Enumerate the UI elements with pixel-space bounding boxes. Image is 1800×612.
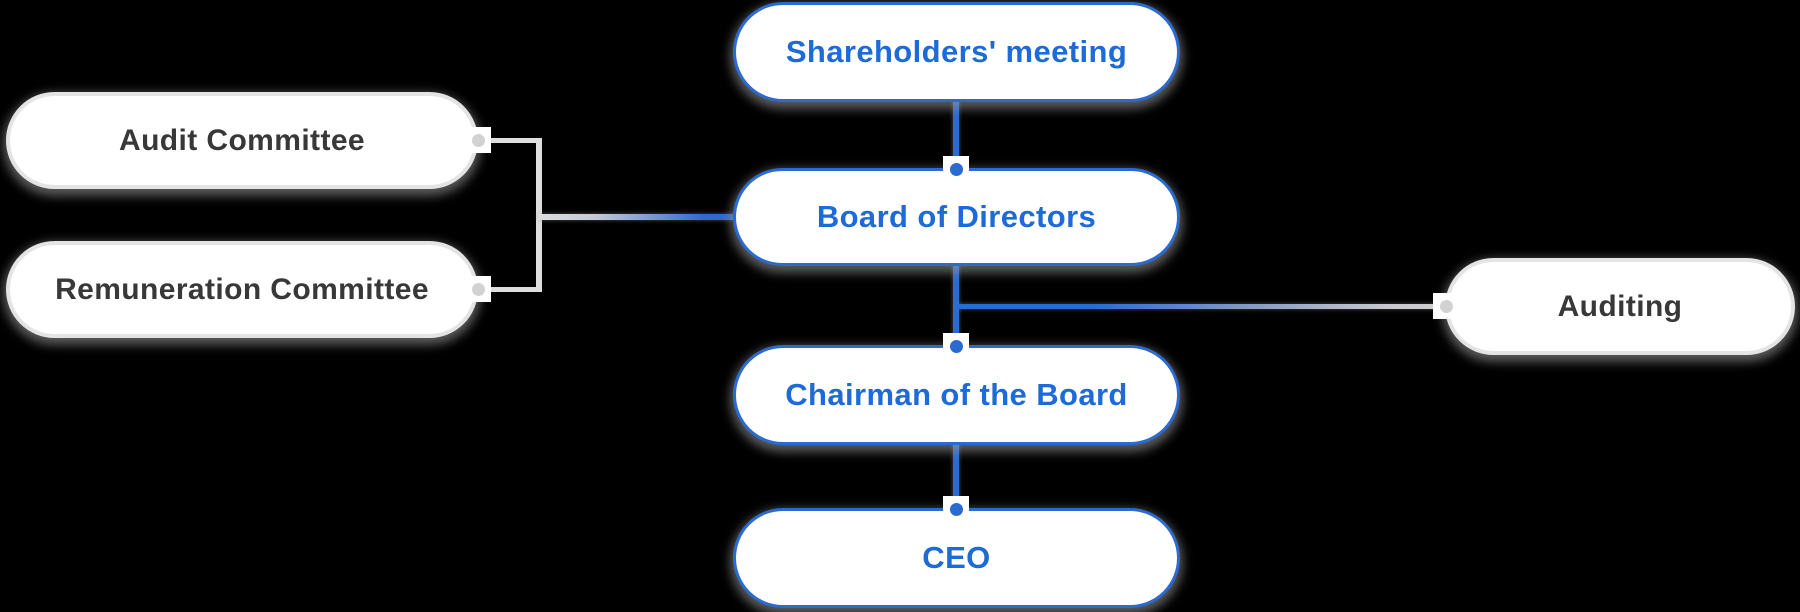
node-board-of-directors: Board of Directors xyxy=(733,168,1180,266)
connector-committees-board xyxy=(538,214,736,220)
connection-dot-ceo xyxy=(943,496,969,522)
node-chairman-of-the-board: Chairman of the Board xyxy=(733,345,1180,445)
node-remuneration-committee: Remuneration Committee xyxy=(6,241,478,338)
gray-dot-icon xyxy=(471,282,485,296)
connector-shareholders-board xyxy=(953,100,959,172)
node-audit-committee-label: Audit Committee xyxy=(119,123,365,157)
connector-chairman-ceo xyxy=(953,441,959,513)
connection-dot-audit-committee xyxy=(465,127,491,153)
blue-dot-icon xyxy=(949,502,963,516)
connection-dot-auditing xyxy=(1433,293,1459,319)
gray-dot-icon xyxy=(1439,299,1453,313)
node-ceo: CEO xyxy=(733,508,1180,608)
node-shareholders-meeting-label: Shareholders' meeting xyxy=(785,34,1128,69)
gray-dot-icon xyxy=(471,133,485,147)
node-auditing: Auditing xyxy=(1445,258,1795,355)
connection-dot-board xyxy=(943,156,969,182)
blue-dot-icon xyxy=(949,162,963,176)
connector-board-auditing xyxy=(956,304,1447,309)
node-shareholders-meeting: Shareholders' meeting xyxy=(733,2,1180,102)
node-chairman-of-the-board-label: Chairman of the Board xyxy=(785,377,1128,412)
node-remuneration-committee-label: Remuneration Committee xyxy=(55,272,429,306)
connector-audit-committee xyxy=(470,138,542,143)
blue-dot-icon xyxy=(949,339,963,353)
node-ceo-label: CEO xyxy=(922,540,991,575)
node-auditing-label: Auditing xyxy=(1557,289,1683,323)
node-board-of-directors-label: Board of Directors xyxy=(816,199,1097,234)
connection-dot-chairman xyxy=(943,333,969,359)
node-audit-committee: Audit Committee xyxy=(6,92,478,189)
connection-dot-remuneration-committee xyxy=(465,276,491,302)
connector-remuneration-committee xyxy=(470,287,542,292)
